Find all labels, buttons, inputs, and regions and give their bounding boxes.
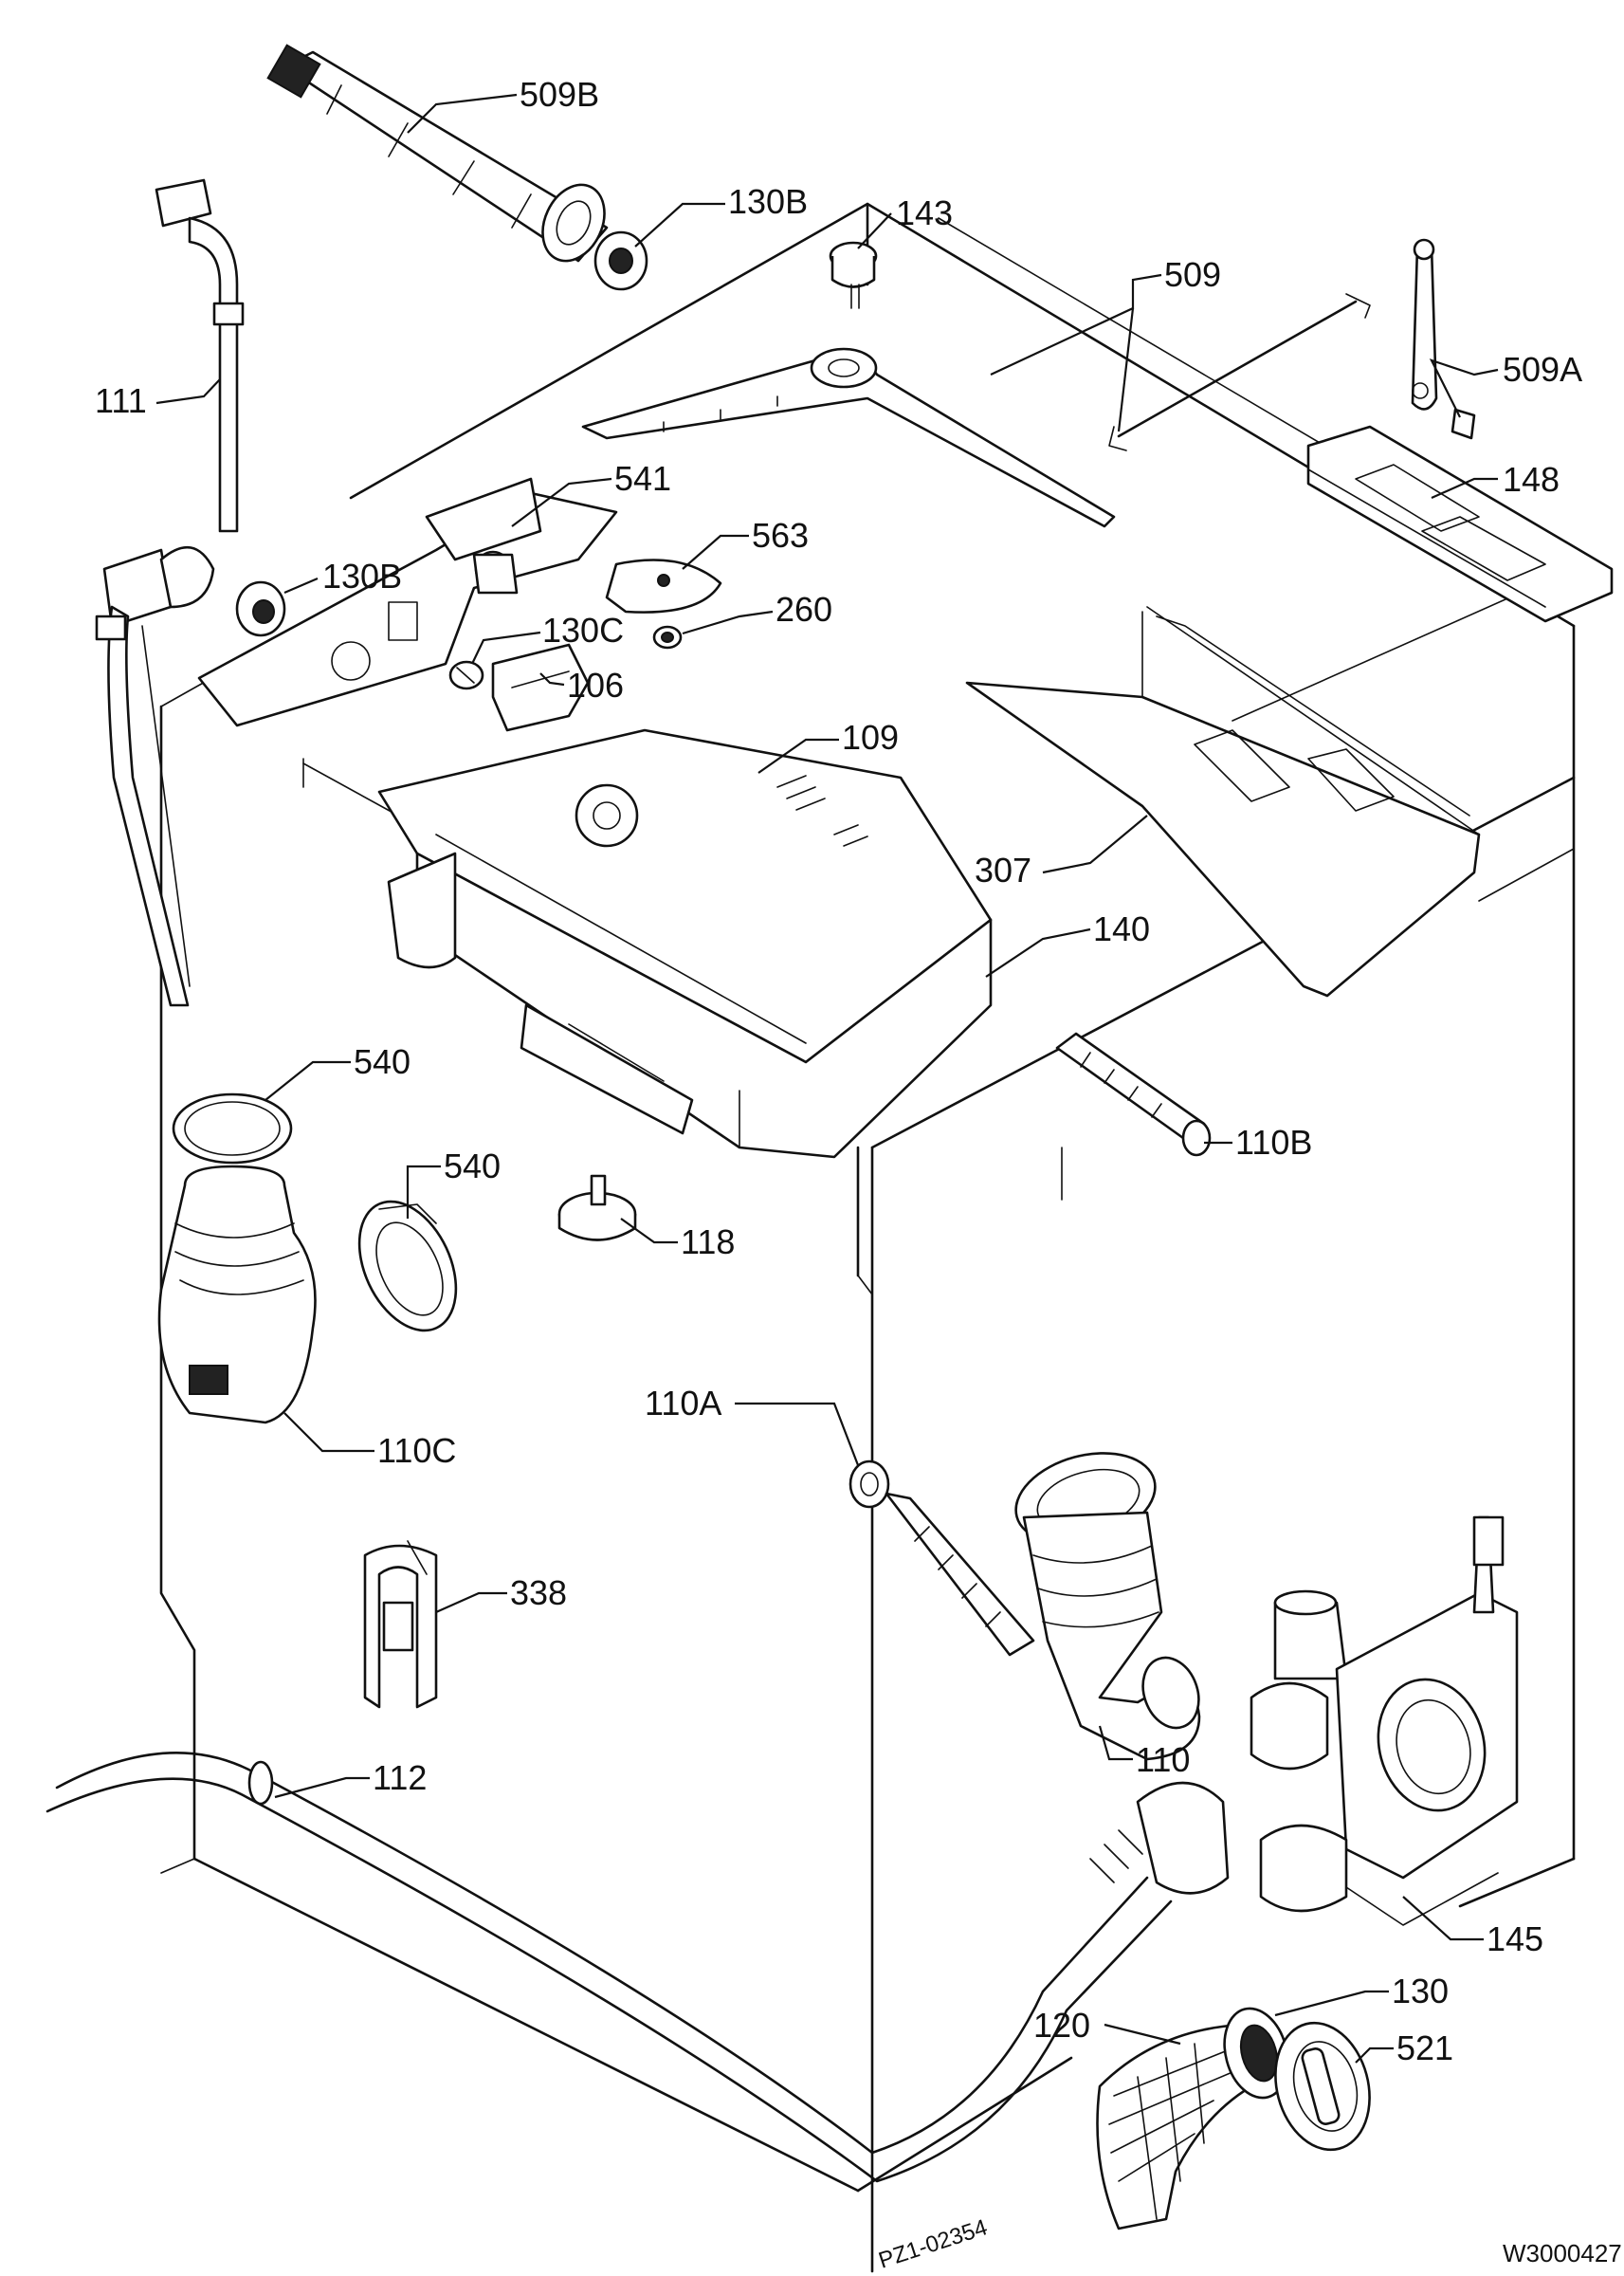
figure-code: W3000427: [1503, 2239, 1622, 2267]
hose-509b: [266, 44, 609, 263]
label-148: 148: [1503, 460, 1560, 499]
sump-hose-110c: [157, 1092, 458, 1424]
label-521: 521: [1396, 2028, 1453, 2067]
dispenser-body-140: [387, 852, 993, 1159]
filter-assembly-120: [1096, 2007, 1371, 2230]
label-130c: 130C: [542, 611, 624, 650]
hose-110b: [1055, 1032, 1212, 1157]
label-509: 509: [1164, 255, 1221, 294]
label-563: 563: [752, 516, 809, 555]
valve-bracket-541: [197, 477, 618, 727]
part-labels: 509B 130B 143 509 509A 111 148 541 563 1…: [95, 75, 1622, 2274]
lever-arm-509: [581, 347, 1116, 528]
nut-130b-top: [593, 230, 648, 291]
gear-118: [557, 1174, 637, 1241]
lever-509a: [1411, 238, 1476, 440]
hose-110a: [848, 1459, 1035, 1657]
label-307: 307: [975, 851, 1031, 890]
leader-lines: [155, 93, 1499, 2064]
label-338: 338: [510, 1573, 567, 1612]
knob-143: [829, 241, 878, 309]
margin-note: PZ1-02354: [876, 2214, 991, 2273]
label-130: 130: [1392, 1972, 1449, 2010]
part-260: [652, 625, 683, 650]
label-143: 143: [896, 193, 953, 232]
label-130b-mid: 130B: [322, 557, 402, 596]
label-110c: 110C: [377, 1431, 456, 1470]
label-110: 110: [1136, 1740, 1190, 1779]
label-106: 106: [567, 666, 624, 705]
bellows-elbow-110: [1014, 1452, 1201, 1761]
dispenser-drawer-307: [965, 606, 1481, 998]
clip-106: [491, 643, 590, 732]
label-145: 145: [1487, 1919, 1543, 1958]
drain-hose-112: [46, 1751, 1230, 2183]
label-120: 120: [1033, 2006, 1090, 2045]
label-540-a: 540: [354, 1042, 411, 1081]
label-140: 140: [1093, 909, 1150, 948]
label-110a: 110A: [645, 1384, 721, 1422]
rod-509: [1108, 293, 1371, 451]
label-111: 111: [95, 381, 147, 420]
label-130b-top: 130B: [728, 182, 808, 221]
drawer-front-148: [1306, 425, 1614, 623]
label-118: 118: [681, 1222, 735, 1261]
label-260: 260: [776, 590, 832, 629]
label-541: 541: [614, 459, 671, 498]
label-110b: 110B: [1235, 1123, 1312, 1162]
clip-338: [363, 1540, 438, 1709]
label-509a: 509A: [1503, 350, 1582, 389]
label-540-b: 540: [444, 1147, 501, 1185]
nut-130b-mid: [235, 580, 286, 637]
label-112: 112: [373, 1758, 427, 1797]
pump-housing-145: [1250, 1515, 1519, 1926]
inlet-hose-111: [95, 178, 245, 1007]
label-109: 109: [842, 718, 899, 757]
nut-130c: [448, 660, 484, 690]
plate-563: [605, 559, 722, 614]
label-509b: 509B: [520, 75, 599, 114]
